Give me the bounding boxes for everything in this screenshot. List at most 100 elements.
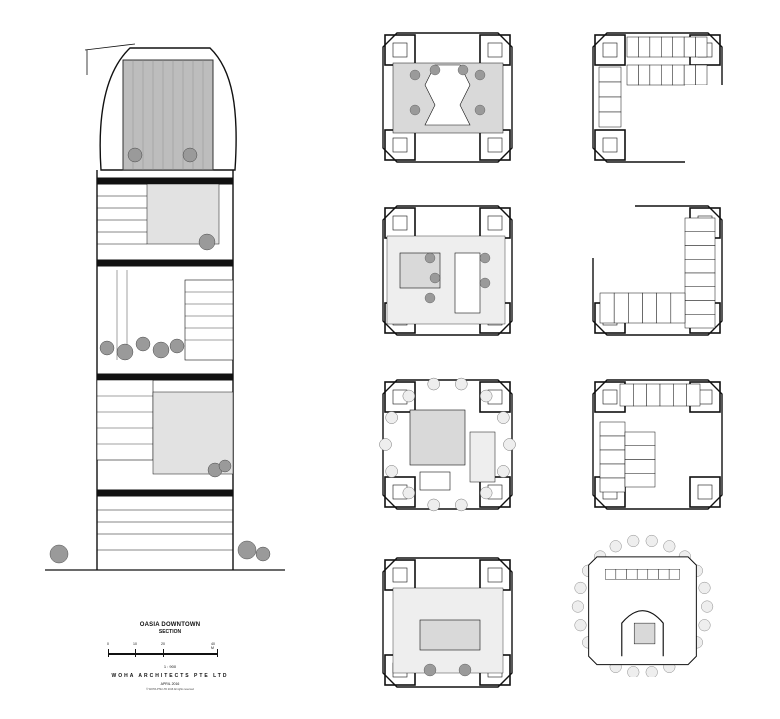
- room: [638, 64, 651, 86]
- tree-canopy: [645, 534, 658, 547]
- room: [673, 383, 687, 407]
- room: [661, 36, 673, 58]
- room: [613, 292, 629, 324]
- tree-canopy: [479, 252, 491, 264]
- room: [598, 96, 622, 113]
- room: [599, 477, 626, 493]
- room: [684, 245, 716, 260]
- room: [684, 231, 716, 246]
- lobby-core: [633, 622, 656, 645]
- building-section-drawing: [45, 43, 285, 571]
- tree-canopy: [479, 389, 493, 403]
- room: [598, 66, 622, 83]
- room: [636, 569, 649, 580]
- tree-canopy: [627, 666, 640, 677]
- core-block: [594, 129, 626, 161]
- tree-canopy: [701, 600, 714, 613]
- tree-canopy: [474, 104, 486, 116]
- room: [684, 272, 716, 287]
- tree-canopy: [424, 252, 436, 264]
- tree-canopy: [429, 64, 441, 76]
- room: [626, 64, 639, 86]
- room: [683, 64, 696, 86]
- tree-canopy: [379, 438, 392, 451]
- floor-plan-5: [379, 377, 516, 512]
- scale-label-0: 0: [107, 642, 109, 646]
- room: [624, 431, 656, 446]
- tree-canopy: [458, 663, 472, 677]
- core-block: [384, 381, 416, 413]
- room: [659, 383, 674, 407]
- core-block: [594, 34, 626, 66]
- tree-canopy: [455, 377, 468, 391]
- room: [605, 569, 617, 580]
- tree-canopy: [497, 465, 510, 478]
- room: [661, 64, 673, 86]
- tree-canopy: [474, 69, 486, 81]
- tree-canopy: [497, 411, 510, 424]
- scale-ratio: 1 : 900: [163, 664, 177, 669]
- room: [598, 81, 622, 98]
- scale-label-20: 20: [161, 642, 165, 646]
- room: [638, 36, 651, 58]
- room: [599, 463, 626, 479]
- room: [624, 473, 656, 488]
- room: [684, 259, 716, 274]
- tree-canopy: [385, 411, 398, 424]
- drop-off-ramp: [621, 610, 664, 657]
- tree-canopy: [479, 277, 491, 289]
- room: [684, 300, 716, 315]
- tree-canopy: [402, 486, 416, 500]
- room: [670, 292, 686, 324]
- room: [672, 36, 685, 58]
- room: [649, 36, 662, 58]
- floor-plan-4: [585, 198, 723, 336]
- tree-canopy: [698, 581, 711, 594]
- floor-plan-6: [592, 379, 723, 510]
- tree-canopy: [424, 292, 436, 304]
- tree-canopy: [627, 534, 640, 547]
- firm-name: WOHA ARCHITECTS PTE LTD: [111, 673, 229, 679]
- room: [668, 569, 680, 580]
- room: [626, 569, 638, 580]
- copyright-note: © WOHA PTE LTD 2016 All rights reserved: [146, 688, 194, 691]
- tree-canopy: [409, 69, 421, 81]
- tree-canopy: [574, 581, 587, 594]
- scale-label-10: 10: [133, 642, 137, 646]
- central-court: [409, 409, 466, 466]
- room: [599, 292, 615, 324]
- room: [599, 421, 626, 437]
- room: [619, 383, 634, 407]
- tree-canopy: [503, 438, 516, 451]
- drawing-date: APRIL 2016: [160, 682, 180, 686]
- tree-canopy: [427, 498, 440, 512]
- feature-wall: [419, 619, 481, 651]
- floor-plan-7: [382, 557, 513, 688]
- room: [683, 36, 696, 58]
- tree-canopy: [609, 540, 622, 553]
- floor-plan-8: [571, 534, 714, 677]
- room: [672, 64, 685, 86]
- room: [684, 286, 716, 301]
- tree-canopy: [574, 619, 587, 632]
- core-block: [689, 476, 721, 508]
- room: [646, 383, 661, 407]
- tree-canopy: [479, 486, 493, 500]
- timber-deck: [454, 252, 481, 314]
- tree-canopy: [409, 104, 421, 116]
- room: [624, 459, 656, 474]
- tree-canopy: [457, 64, 469, 76]
- room: [624, 445, 656, 460]
- floor-plan-3: [382, 205, 513, 336]
- room: [684, 314, 716, 329]
- room: [642, 292, 657, 324]
- room: [598, 111, 622, 128]
- tree-canopy: [698, 619, 711, 632]
- title-block: OASIA DOWNTOWN SECTION: [100, 622, 240, 635]
- room: [647, 569, 659, 580]
- room: [695, 36, 708, 58]
- scale-bar: 0 10 20 40 M: [107, 642, 218, 665]
- room: [649, 64, 662, 86]
- room: [615, 569, 627, 580]
